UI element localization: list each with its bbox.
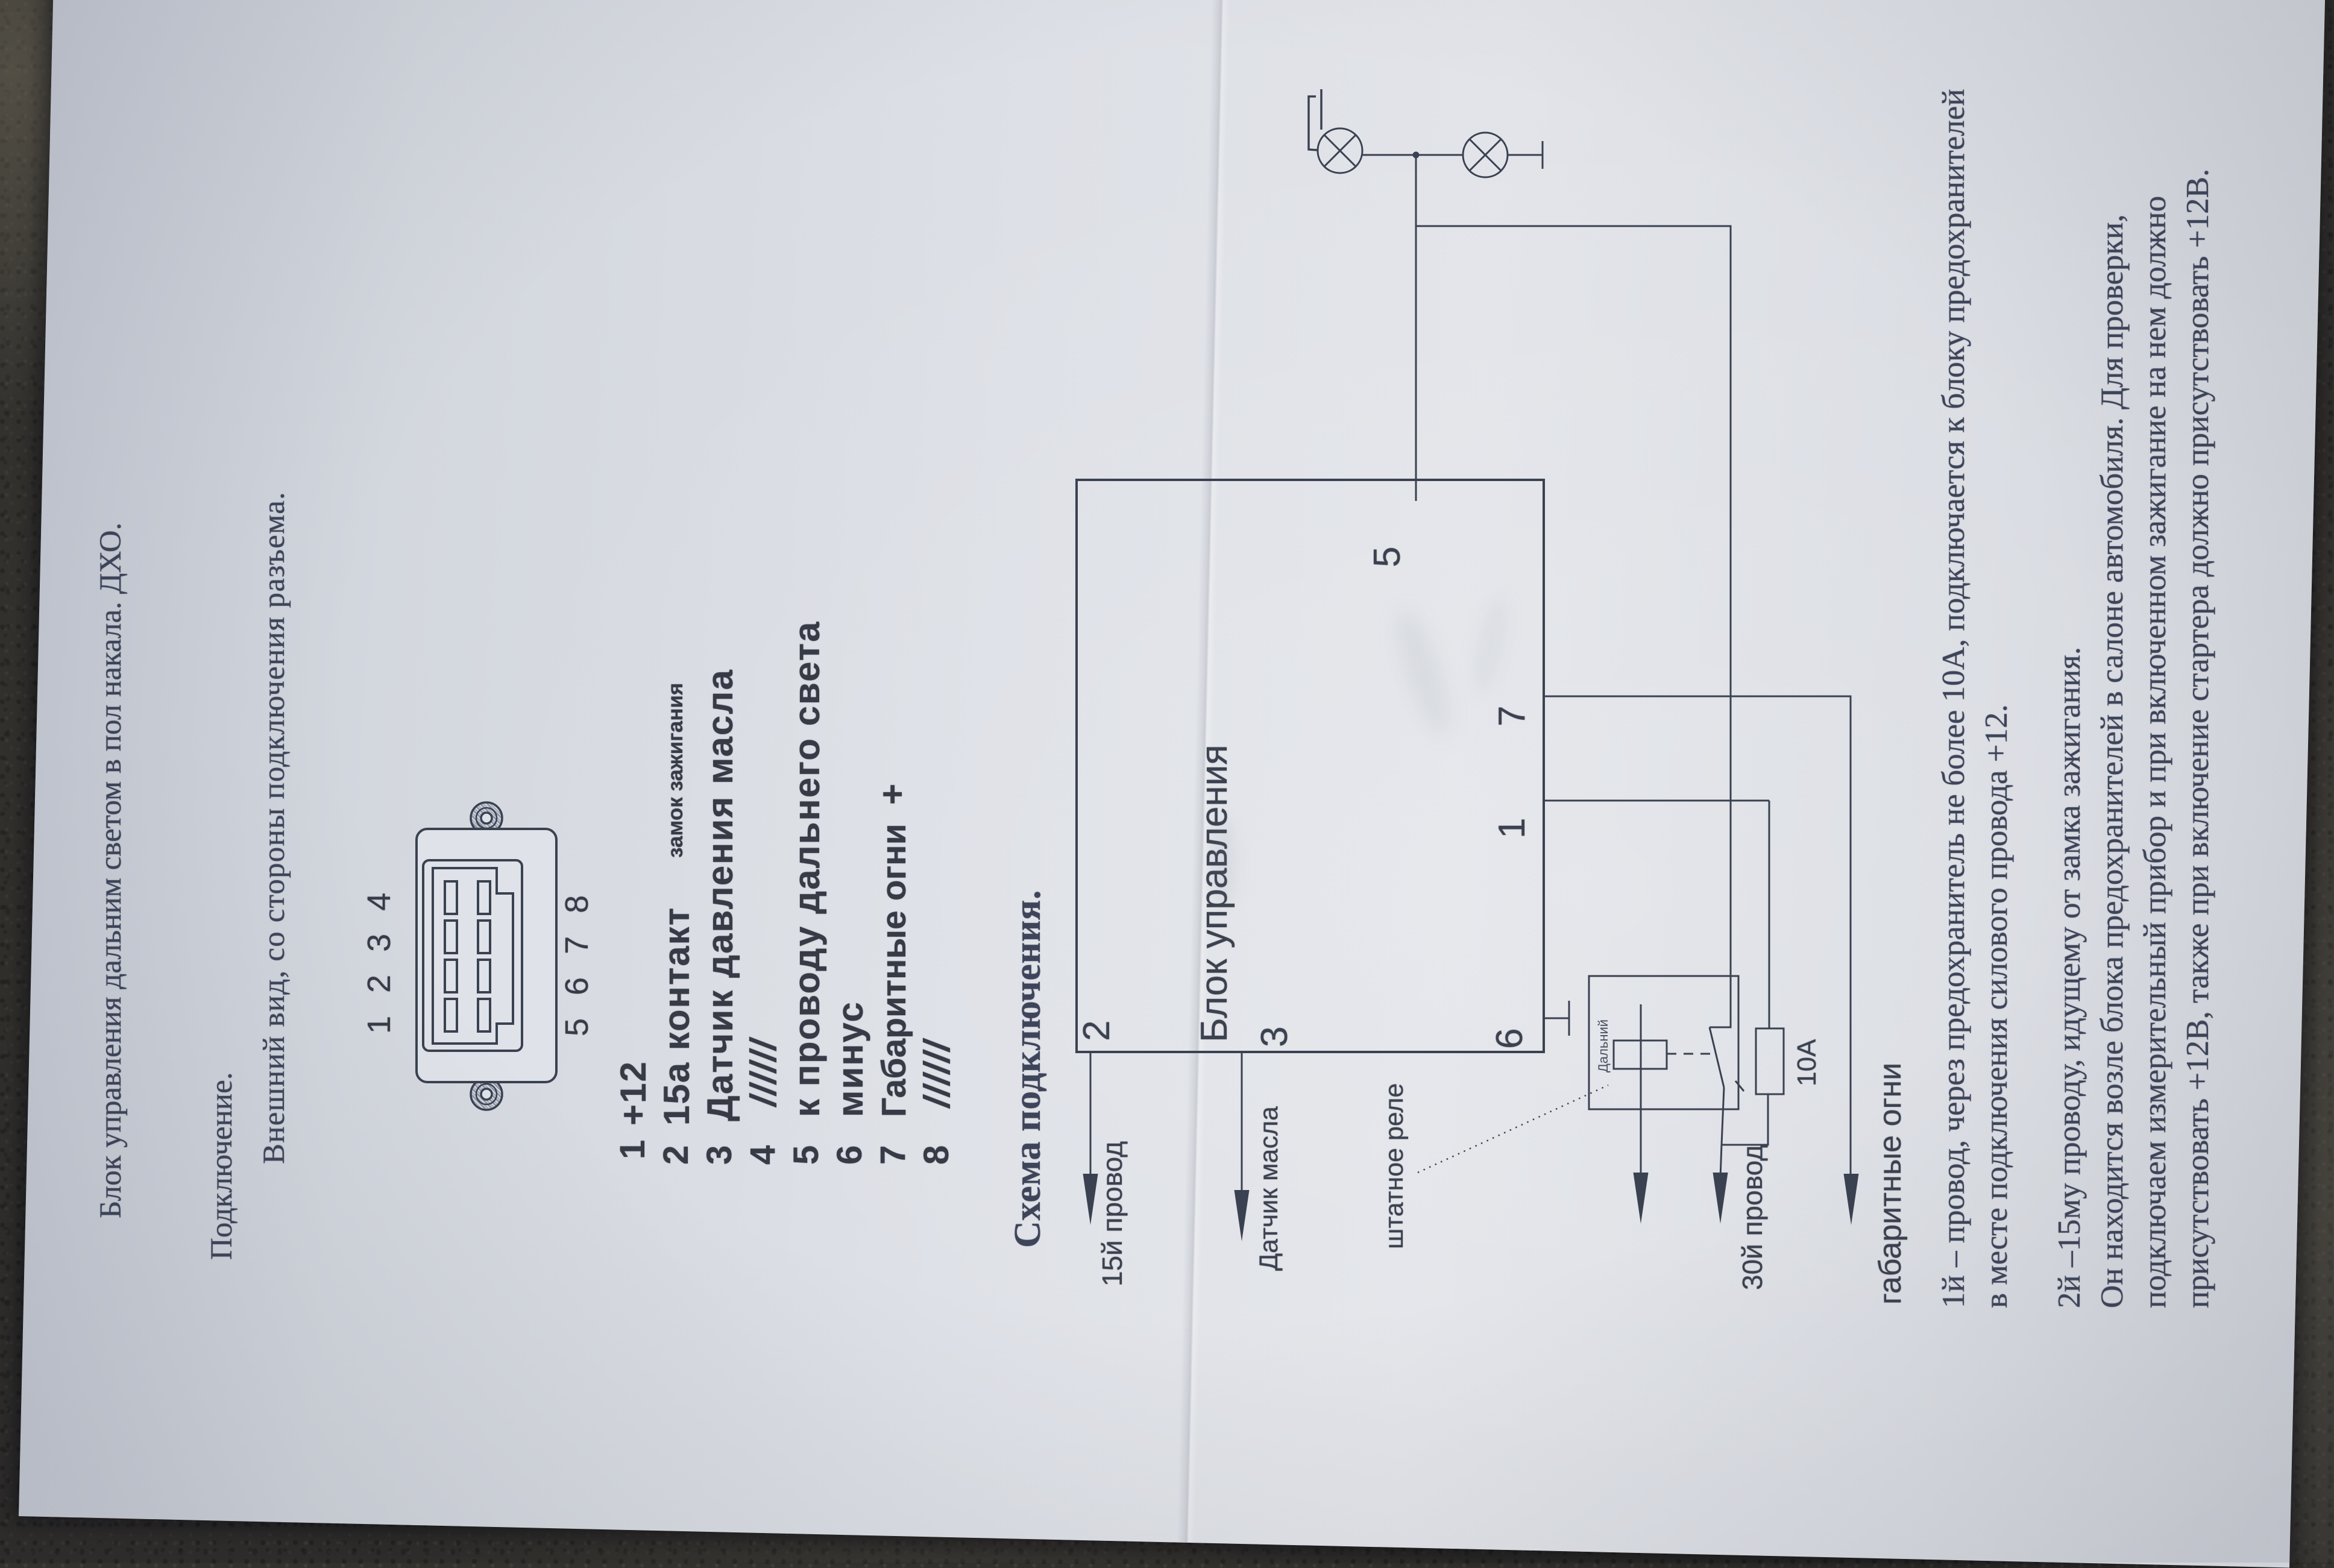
svg-text:1: 1 (1491, 818, 1533, 839)
svg-text:5: 5 (1367, 547, 1408, 567)
svg-text:Блок управления: Блок управления (1194, 745, 1235, 1042)
svg-text:6: 6 (1489, 1028, 1530, 1049)
svg-text:15й провод: 15й провод (1096, 1141, 1128, 1286)
svg-text:7: 7 (1491, 706, 1533, 726)
svg-text:10А: 10А (1792, 1039, 1822, 1086)
svg-text:габаритные огни: габаритные огни (1873, 1063, 1908, 1305)
svg-text:3: 3 (1254, 1027, 1295, 1047)
svg-text:30й провод: 30й провод (1737, 1145, 1768, 1290)
svg-text:Датчик масла: Датчик масла (1254, 1106, 1283, 1271)
svg-text:2: 2 (1076, 1021, 1118, 1041)
svg-text:штатное реле: штатное реле (1380, 1083, 1409, 1249)
svg-text:Дальний: Дальний (1596, 1019, 1611, 1072)
